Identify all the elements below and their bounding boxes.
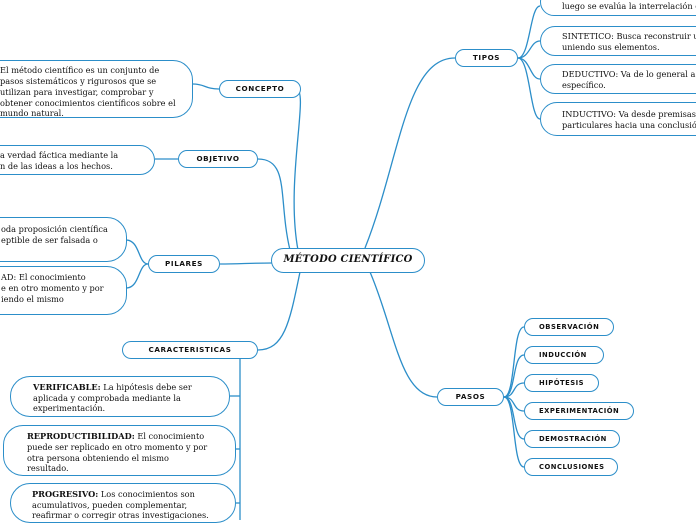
concepto-line-5: mundo natural. xyxy=(0,108,64,118)
caract-item-1-line-1: VERIFICABLE: La hipótesis debe ser xyxy=(33,382,192,393)
connector-pasos-6 xyxy=(503,396,525,468)
concepto-line-3: utilizan para investigar, comprobar y xyxy=(0,87,154,97)
caract-item-1-term: VERIFICABLE: xyxy=(33,382,101,392)
paso-hipotesis[interactable]: HIPÓTESIS xyxy=(524,374,599,392)
caract-item-3-line-2: acumulativos, pueden complementar, xyxy=(32,500,188,510)
tipos-item-2-line-2: uniendo sus elementos. xyxy=(562,42,660,52)
caract-item-3-rest: Los conocimientos son xyxy=(98,489,195,499)
branch-pasos[interactable]: PASOS xyxy=(437,388,504,406)
caract-item-3-line-3: reafirmar o corregir otras investigacion… xyxy=(32,510,209,520)
paso-observacion[interactable]: OBSERVACIÓN xyxy=(524,318,614,336)
tipos-item-2-line-1: SINTETICO: Busca reconstruir un xyxy=(562,31,696,41)
connector-tipos-2 xyxy=(517,40,541,59)
caract-item-3-line-1: PROGRESIVO: Los conocimientos son xyxy=(32,489,195,500)
branch-concepto-label: CONCEPTO xyxy=(235,83,285,93)
pilares-item-1-line-2: eptible de ser falsada o xyxy=(1,235,98,245)
connector-root-concepto xyxy=(293,88,302,251)
paso-hipotesis-label: HIPÓTESIS xyxy=(539,378,585,387)
concepto-line-1: El método científico es un conjunto de xyxy=(0,65,160,75)
pilares-item-1[interactable]: oda proposición científica eptible de se… xyxy=(0,217,127,262)
branch-caracteristicas[interactable]: CARACTERISTICAS xyxy=(122,341,258,359)
branch-pasos-label: PASOS xyxy=(455,391,486,401)
caract-item-2-line-4: resultado. xyxy=(27,463,69,473)
tipos-item-3-line-1: DEDUCTIVO: Va de lo general a lo xyxy=(562,69,696,79)
concepto-text-node[interactable]: El método científico es un conjunto de p… xyxy=(0,60,193,118)
paso-observacion-label: OBSERVACIÓN xyxy=(539,322,600,331)
concepto-line-4: obtener conocimientos científicos sobre … xyxy=(0,98,176,108)
objetivo-text-node[interactable]: a verdad fáctica mediante la n de las id… xyxy=(0,145,155,175)
connector-tipos-1 xyxy=(517,5,541,59)
caract-item-3-term: PROGRESIVO: xyxy=(32,489,99,499)
paso-conclusiones-label: CONCLUSIONES xyxy=(539,462,605,471)
caract-item-2-line-3: otra persona obteniendo el mismo xyxy=(27,453,169,463)
paso-demostracion-label: DEMOSTRACIÓN xyxy=(539,434,607,443)
pilares-item-2-line-1: AD: El conocimiento xyxy=(1,272,86,282)
caract-item-2-line-1: REPRODUCTIBILIDAD: El conocimiento xyxy=(27,431,204,442)
root-title: MÉTODO CIENTÍFICO xyxy=(283,254,413,266)
connector-tipos-4 xyxy=(517,57,541,120)
paso-experimentacion[interactable]: EXPERIMENTACIÓN xyxy=(524,402,634,420)
connector-root-tipos xyxy=(364,57,456,249)
connector-pasos-2 xyxy=(503,354,525,398)
paso-demostracion[interactable]: DEMOSTRACIÓN xyxy=(524,430,620,448)
root-node[interactable]: MÉTODO CIENTÍFICO xyxy=(271,248,425,273)
branch-tipos[interactable]: TIPOS xyxy=(455,49,518,67)
tipos-item-3[interactable]: DEDUCTIVO: Va de lo general a lo específ… xyxy=(540,64,696,94)
branch-objetivo[interactable]: OBJETIVO xyxy=(178,150,258,168)
caract-item-1-rest: La hipótesis debe ser xyxy=(100,382,192,392)
connector-pilares-2 xyxy=(125,263,149,289)
caract-item-1-line-2: aplicada y comprobada mediante la xyxy=(33,393,181,403)
caract-item-2-line-2: puede ser replicado en otro momento y po… xyxy=(27,442,208,452)
tipos-item-4-line-2: particulares hacia una conclusión xyxy=(562,120,696,130)
branch-caracteristicas-label: CARACTERISTICAS xyxy=(148,344,232,354)
caract-item-2-rest: El conocimiento xyxy=(134,431,205,441)
tipos-item-3-line-2: específico. xyxy=(562,80,606,90)
pilares-item-2[interactable]: AD: El conocimiento e en otro momento y … xyxy=(0,266,127,315)
pilares-item-1-line-1: oda proposición científica xyxy=(1,224,108,234)
paso-induccion-label: INDUCCIÓN xyxy=(539,350,587,359)
paso-conclusiones[interactable]: CONCLUSIONES xyxy=(524,458,618,476)
branch-pilares-label: PILARES xyxy=(165,258,203,268)
connector-pasos-1 xyxy=(503,326,525,398)
objetivo-line-2: n de las ideas a los hechos. xyxy=(0,161,113,171)
tipos-item-2[interactable]: SINTETICO: Busca reconstruir un uniendo … xyxy=(540,26,696,56)
tipos-item-1-line-1: luego se evalúa la interrelación en xyxy=(562,1,696,11)
branch-tipos-label: TIPOS xyxy=(472,52,501,62)
branch-pilares[interactable]: PILARES xyxy=(148,255,220,273)
caract-item-1[interactable]: VERIFICABLE: La hipótesis debe ser aplic… xyxy=(10,376,230,417)
branch-objetivo-label: OBJETIVO xyxy=(196,153,240,163)
caract-item-2-term: REPRODUCTIBILIDAD: xyxy=(27,431,135,441)
caract-item-1-line-3: experimentación. xyxy=(33,403,106,413)
caract-item-3[interactable]: PROGRESIVO: Los conocimientos son acumul… xyxy=(10,483,236,523)
connector-concepto-text xyxy=(192,83,220,90)
tipos-item-4[interactable]: INDUCTIVO: Va desde premisas particulare… xyxy=(540,102,696,136)
connector-root-objetivo xyxy=(257,158,291,251)
tipos-item-1[interactable]: luego se evalúa la interrelación en xyxy=(540,0,696,16)
pilares-item-2-line-3: iendo el mismo xyxy=(1,294,64,304)
connector-root-caracteristicas xyxy=(257,271,301,351)
branch-concepto[interactable]: CONCEPTO xyxy=(219,80,301,98)
connector-root-pasos xyxy=(369,271,438,398)
pilares-item-2-line-2: e en otro momento y por xyxy=(1,283,104,293)
tipos-item-4-line-1: INDUCTIVO: Va desde premisas xyxy=(562,109,696,119)
caract-item-2[interactable]: REPRODUCTIBILIDAD: El conocimiento puede… xyxy=(3,425,236,476)
paso-experimentacion-label: EXPERIMENTACIÓN xyxy=(539,406,620,415)
objetivo-line-1: a verdad fáctica mediante la xyxy=(0,150,119,160)
concepto-line-2: pasos sistemáticos y rigurosos que se xyxy=(0,76,157,86)
paso-induccion[interactable]: INDUCCIÓN xyxy=(524,346,604,364)
connector-tipos-3 xyxy=(517,57,541,80)
connector-pilares-1 xyxy=(125,239,149,265)
connector-root-pilares xyxy=(219,262,273,265)
